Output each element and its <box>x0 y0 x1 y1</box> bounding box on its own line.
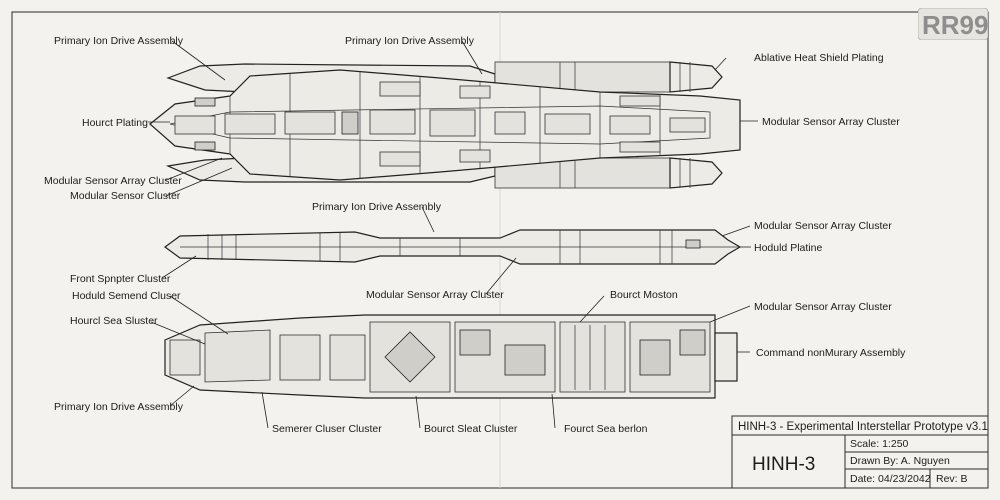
title-block-name: HINH-3 <box>752 454 815 475</box>
label-sensor-right-top: Modular Sensor Array Cluster <box>762 116 900 128</box>
label-mid-sensor-center: Modular Sensor Array Cluster <box>366 289 504 301</box>
side-view-ship <box>163 229 742 265</box>
label-bourct-moston: Bourct Moston <box>610 289 678 301</box>
label-bottom-drive: Primary Ion Drive Assembly <box>54 401 184 413</box>
section-view-ship <box>164 314 738 399</box>
leader-lines <box>148 40 758 429</box>
title-block-date: Date: 04/23/2042 <box>850 473 931 485</box>
label-sensor-left-1: Modular Sensor Array Cluster <box>44 175 182 187</box>
label-fourct-sea: Fourct Sea berlon <box>564 423 648 435</box>
label-top-center-drive: Primary Ion Drive Assembly <box>345 35 475 47</box>
label-command-assembly: Command nonMurary Assembly <box>756 347 906 359</box>
label-mid-drive: Primary Ion Drive Assembly <box>312 201 442 213</box>
title-block-scale: Scale: 1:250 <box>850 438 909 450</box>
top-view-ship <box>149 61 741 189</box>
label-bourct-sleat: Bourct Sleat Cluster <box>424 423 518 435</box>
label-hourct-plating: Hourct Plating <box>82 117 148 129</box>
title-block: HINH-3 - Experimental Interstellar Proto… <box>731 415 989 489</box>
label-hoduld-platine: Hoduld Platine <box>754 242 822 254</box>
label-front-spnpter: Front Spnpter Cluster <box>70 273 171 285</box>
title-block-title: HINH-3 - Experimental Interstellar Proto… <box>738 421 988 433</box>
label-sensor-right-low: Modular Sensor Array Cluster <box>754 301 892 313</box>
callout-labels: Primary Ion Drive Assembly Primary Ion D… <box>44 35 906 435</box>
label-sensor-right-mid: Modular Sensor Array Cluster <box>754 220 892 232</box>
label-hoduld-semend: Hoduld Semend Cluser <box>72 290 181 302</box>
title-block-rev: Rev: B <box>936 473 968 485</box>
label-ablative-shield: Ablative Heat Shield Plating <box>754 52 884 64</box>
label-hourcl-sea: Hourcl Sea Sluster <box>70 315 158 327</box>
logo-text: RR99 <box>922 10 988 40</box>
watermark-logo: RR99 <box>918 8 988 40</box>
title-block-drawn-by: Drawn By: A. Nguyen <box>850 455 950 467</box>
label-top-left-drive: Primary Ion Drive Assembly <box>54 35 184 47</box>
label-sensor-left-2: Modular Sensor Cluster <box>70 190 181 202</box>
label-semerer-cluster: Semerer Cluser Cluster <box>272 423 382 435</box>
